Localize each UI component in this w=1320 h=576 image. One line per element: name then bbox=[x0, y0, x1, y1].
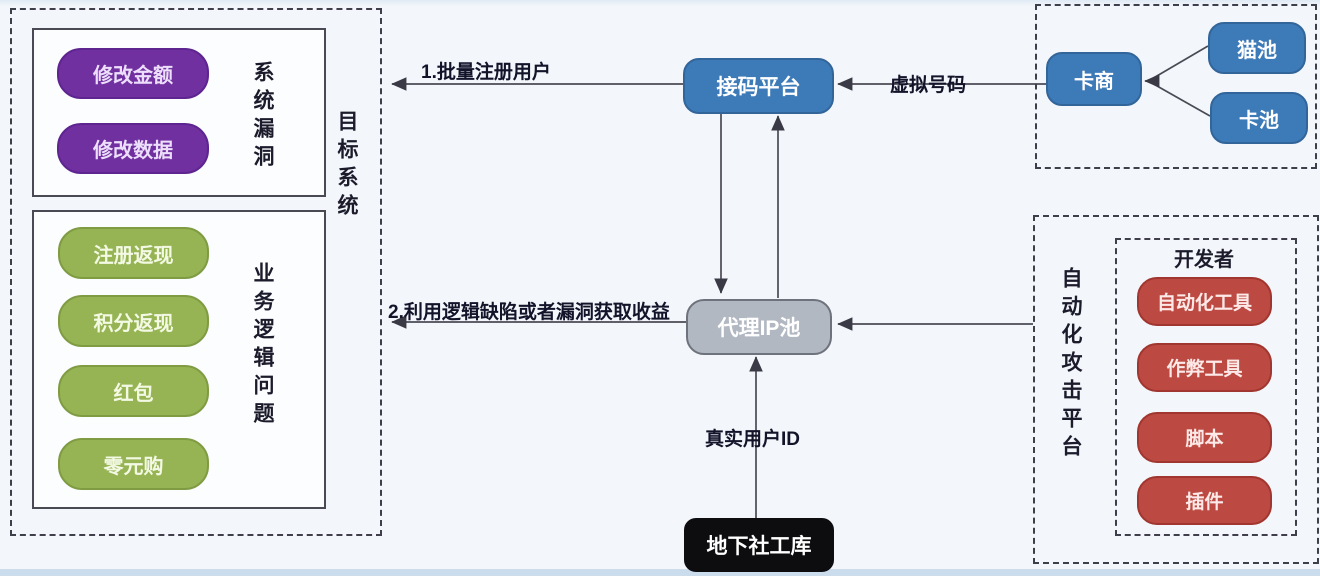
red-packet-pill: 红包 bbox=[58, 365, 209, 417]
exploit-logic-flaws-label: 2.利用逻辑缺陷或者漏洞获取收益 bbox=[388, 302, 670, 323]
cheating-tool-pill: 作弊工具 bbox=[1137, 343, 1272, 392]
virtual-number-label: 虚拟号码 bbox=[890, 75, 967, 96]
automation-tool-pill: 自动化工具 bbox=[1137, 277, 1272, 326]
modify-data-pill: 修改数据 bbox=[57, 123, 209, 174]
zero-yuan-purchase-pill: 零元购 bbox=[58, 438, 209, 490]
target-system-group bbox=[10, 8, 382, 536]
developer-label: 开发者 bbox=[1174, 249, 1234, 271]
batch-register-label: 1.批量注册用户 bbox=[421, 62, 551, 83]
system-vulnerability-label: 系统漏洞 bbox=[251, 61, 274, 173]
developer-group bbox=[1115, 238, 1297, 536]
card-merchant-node: 卡商 bbox=[1046, 52, 1142, 106]
bottom-edge-strip bbox=[0, 569, 1320, 576]
script-pill: 脚本 bbox=[1137, 412, 1272, 463]
card-supply-group bbox=[1035, 4, 1317, 169]
card-pool-node: 卡池 bbox=[1210, 92, 1308, 144]
top-edge-gradient bbox=[0, 0, 1320, 6]
cat-pool-node: 猫池 bbox=[1208, 22, 1306, 74]
points-cashback-pill: 积分返现 bbox=[58, 295, 209, 347]
sms-code-platform-node: 接码平台 bbox=[683, 58, 834, 114]
business-logic-label: 业务逻辑问题 bbox=[251, 262, 274, 430]
edge-catpool-to-merchant-line bbox=[1149, 45, 1209, 81]
real-user-id-label: 真实用户ID bbox=[705, 429, 801, 450]
underground-social-db-node: 地下社工库 bbox=[684, 518, 834, 572]
register-cashback-pill: 注册返现 bbox=[58, 227, 209, 279]
target-system-label: 目标系统 bbox=[335, 110, 358, 222]
modify-amount-pill: 修改金额 bbox=[57, 48, 209, 99]
attack-platform-label: 自动化攻击平台 bbox=[1059, 267, 1082, 463]
edge-cardpool-to-merchant-line bbox=[1149, 81, 1211, 117]
plugin-pill: 插件 bbox=[1137, 476, 1272, 525]
attack-platform-group bbox=[1033, 215, 1319, 564]
proxy-ip-pool-node: 代理IP池 bbox=[686, 299, 832, 355]
